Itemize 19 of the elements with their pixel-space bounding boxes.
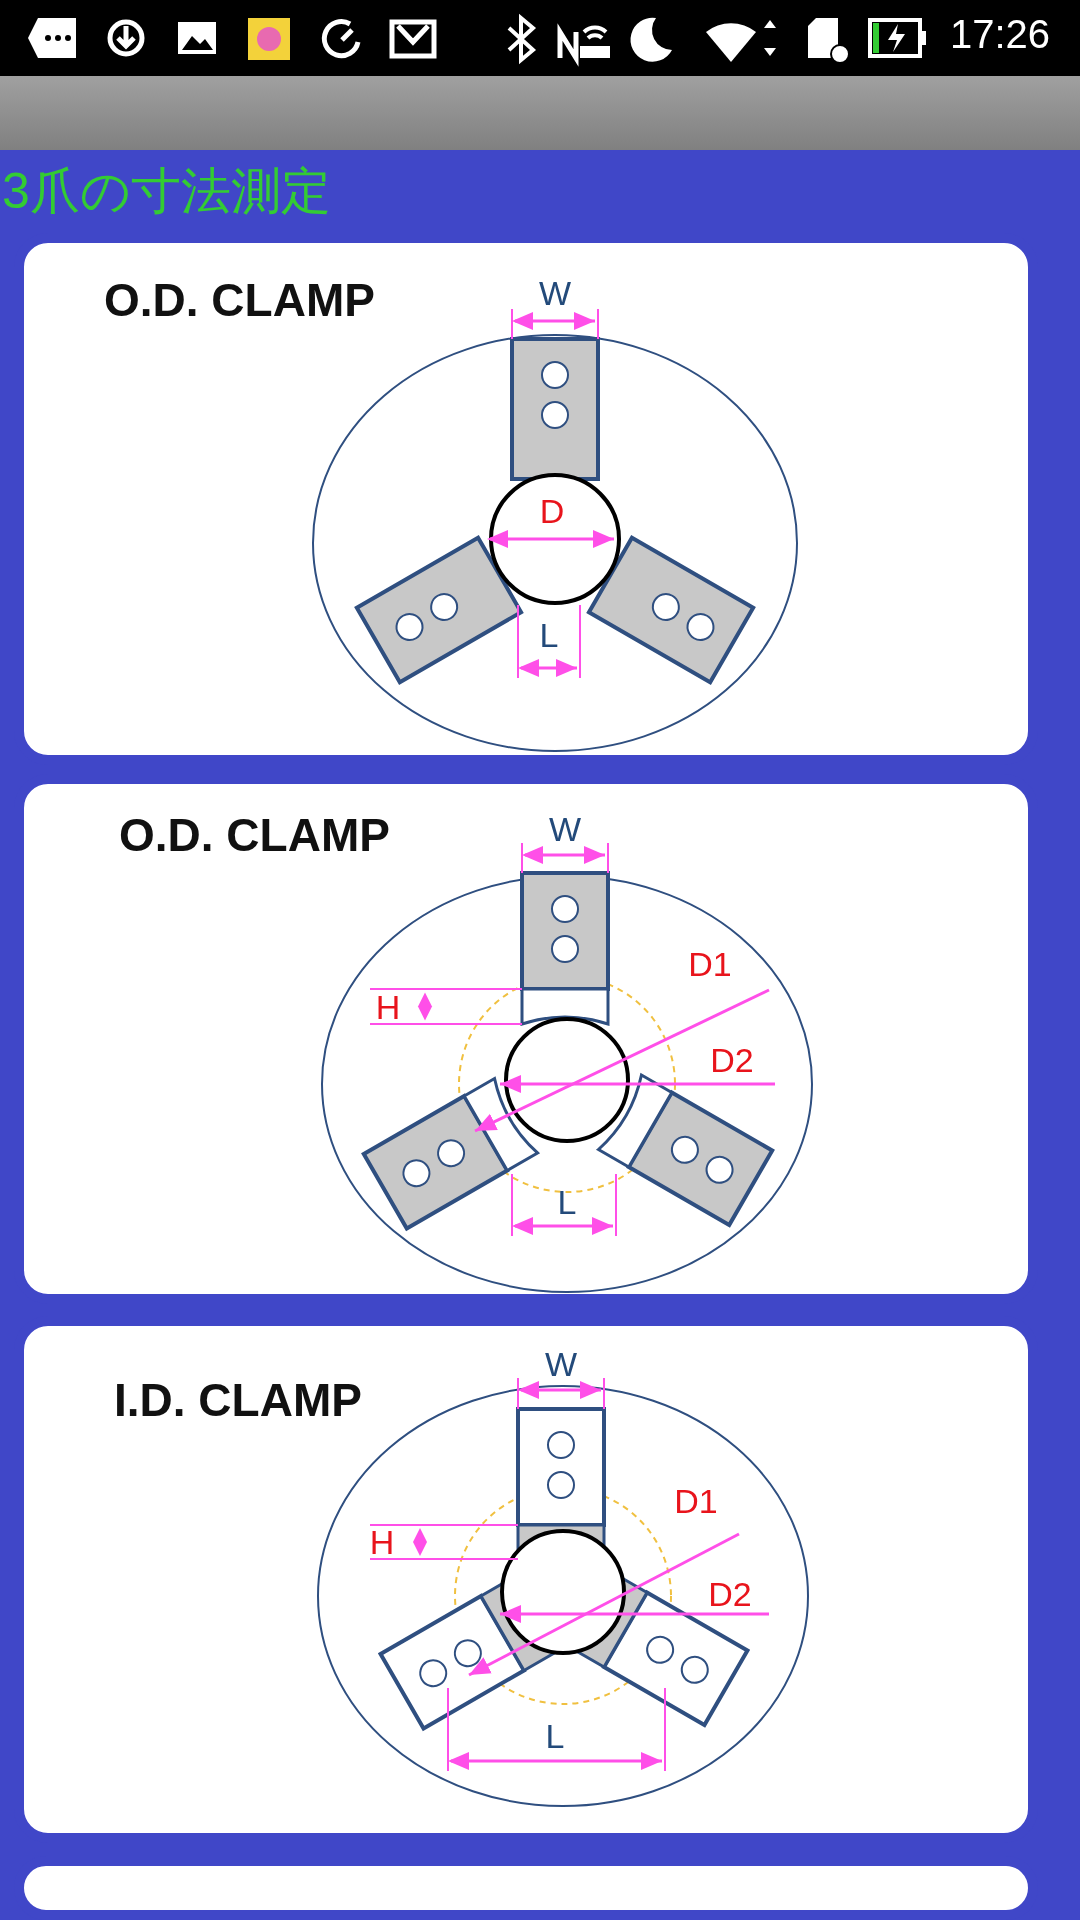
dimension-label: W [544,1347,578,1381]
panel-heading: O.D. CLAMP [119,808,390,862]
dimension-label: D1 [674,1484,718,1518]
panel-heading: I.D. CLAMP [114,1373,362,1427]
dimension-label: D [539,494,565,528]
dimension-label: H [375,989,401,1024]
dimension-label: L [557,1185,577,1219]
status-time: 17:26 [950,12,1051,57]
dimension-label: W [548,812,582,846]
dimension-label: D2 [710,1043,754,1077]
panel-heading: O.D. CLAMP [104,273,375,327]
dimension-label: D1 [688,947,732,981]
dimension-label: D2 [708,1577,752,1611]
page-title: 3爪の寸法測定 [2,162,331,221]
dimension-label: H [369,1525,395,1559]
dimension-label: L [539,618,559,652]
app-bar [0,76,1080,150]
dimension-label: W [538,276,572,310]
dimension-label: L [545,1719,565,1753]
